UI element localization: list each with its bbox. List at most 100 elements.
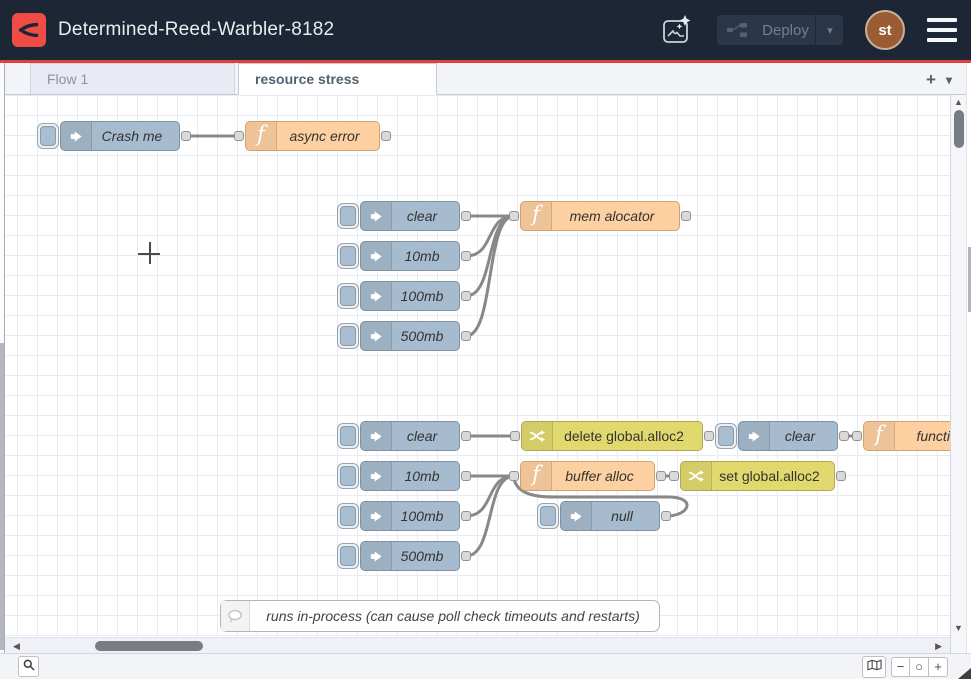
zoom-out-button[interactable]: − [891, 656, 910, 677]
input-port[interactable] [234, 131, 244, 141]
page-scroll-thumb[interactable] [968, 247, 971, 312]
function-f-icon: f [521, 202, 552, 230]
node-inject-mb500a[interactable]: 500mb [360, 321, 460, 351]
output-port[interactable] [181, 131, 191, 141]
inject-trigger-button[interactable] [337, 243, 359, 269]
node-inject-mb500b[interactable]: 500mb [360, 541, 460, 571]
output-port[interactable] [461, 251, 471, 261]
node-inject-mb10b[interactable]: 10mb [360, 461, 460, 491]
node-change-setalloc[interactable]: set global.alloc2 [680, 461, 835, 491]
scroll-right-icon[interactable]: ▶ [935, 641, 942, 651]
inject-trigger-button[interactable] [537, 503, 559, 529]
resize-grip[interactable] [958, 668, 971, 679]
scroll-down-icon[interactable]: ▼ [954, 623, 963, 633]
deploy-button[interactable]: Deploy ▾ [717, 15, 843, 45]
palette-collapsed-strip[interactable] [0, 63, 5, 653]
output-port[interactable] [461, 211, 471, 221]
output-port[interactable] [681, 211, 691, 221]
header-accent-line [0, 60, 971, 63]
user-avatar[interactable]: st [865, 10, 905, 50]
navigator-map-button[interactable] [862, 655, 886, 678]
output-port[interactable] [381, 131, 391, 141]
tab-flow-1[interactable]: Flow 1 [30, 63, 235, 94]
arrow-right-icon [361, 542, 392, 570]
flow-list-caret-icon[interactable]: ▾ [945, 72, 952, 87]
magnifier-icon [23, 658, 35, 676]
instance-title: Determined-Reed-Warbler-8182 [58, 19, 335, 40]
flow-tabbar: Flow 1 resource stress + ▾ [5, 63, 966, 95]
vertical-scroll-thumb[interactable] [954, 110, 964, 148]
input-port[interactable] [669, 471, 679, 481]
output-port[interactable] [461, 471, 471, 481]
input-port[interactable] [852, 431, 862, 441]
wire-mb500a-to-memalloc[interactable] [465, 214, 515, 338]
output-port[interactable] [461, 511, 471, 521]
node-inject-nullnode[interactable]: null [560, 501, 660, 531]
inject-trigger-button-inner [340, 246, 356, 266]
output-port[interactable] [461, 291, 471, 301]
horizontal-scroll-thumb[interactable] [95, 641, 203, 651]
wire-mb500b-to-bufalloc[interactable] [465, 474, 515, 558]
inject-trigger-button[interactable] [715, 423, 737, 449]
node-label: 100mb [400, 508, 444, 524]
inject-trigger-button[interactable] [337, 323, 359, 349]
horizontal-scrollbar[interactable]: ◀ ▶ [5, 637, 950, 653]
zoom-reset-button[interactable]: ○ [910, 656, 929, 677]
inject-trigger-button[interactable] [337, 423, 359, 449]
flowfuse-logo-icon[interactable] [12, 13, 46, 47]
node-label: delete global.alloc2 [564, 428, 684, 444]
node-inject-mb100b[interactable]: 100mb [360, 501, 460, 531]
node-function-func2[interactable]: ffunction [863, 421, 950, 451]
output-port[interactable] [461, 431, 471, 441]
tab-resource-stress[interactable]: resource stress [238, 63, 437, 95]
hamburger-menu-icon[interactable] [927, 18, 957, 42]
node-inject-crashme[interactable]: Crash me [60, 121, 180, 151]
editor-footer: − ○ + [0, 653, 971, 679]
function-f-icon: f [864, 422, 895, 450]
inject-trigger-button-inner [340, 506, 356, 526]
output-port[interactable] [461, 331, 471, 341]
inject-trigger-button[interactable] [337, 503, 359, 529]
node-label: set global.alloc2 [719, 468, 820, 484]
node-label: 100mb [400, 288, 444, 304]
zoom-in-button[interactable]: + [929, 656, 948, 677]
input-port[interactable] [509, 471, 519, 481]
palette-scroll-thumb[interactable] [0, 343, 4, 650]
inject-trigger-button[interactable] [37, 123, 59, 149]
scroll-left-icon[interactable]: ◀ [13, 641, 20, 651]
inject-trigger-button[interactable] [337, 543, 359, 569]
output-port[interactable] [461, 551, 471, 561]
inject-trigger-button-inner [718, 426, 734, 446]
node-change-delalloc[interactable]: delete global.alloc2 [521, 421, 703, 451]
output-port[interactable] [704, 431, 714, 441]
output-port[interactable] [839, 431, 849, 441]
deploy-caret-icon[interactable]: ▾ [827, 24, 833, 37]
output-port[interactable] [656, 471, 666, 481]
node-inject-mb10a[interactable]: 10mb [360, 241, 460, 271]
add-flow-button[interactable]: + [926, 70, 936, 89]
node-inject-clear1[interactable]: clear [360, 201, 460, 231]
input-port[interactable] [509, 211, 519, 221]
node-comment-comment1[interactable]: runs in-process (can cause poll check ti… [220, 600, 660, 632]
inject-trigger-button[interactable] [337, 283, 359, 309]
inject-trigger-button[interactable] [337, 203, 359, 229]
ai-sparkle-image-icon[interactable] [659, 12, 695, 48]
navigator-map-icon [866, 658, 882, 676]
page-scrollbar[interactable] [966, 63, 971, 653]
node-inject-clear3[interactable]: clear [738, 421, 838, 451]
output-port[interactable] [661, 511, 671, 521]
search-flows-button[interactable] [18, 656, 39, 677]
inject-trigger-button[interactable] [337, 463, 359, 489]
scroll-up-icon[interactable]: ▲ [954, 97, 963, 107]
input-port[interactable] [510, 431, 520, 441]
deploy-nodes-icon [727, 23, 748, 37]
node-inject-mb100a[interactable]: 100mb [360, 281, 460, 311]
node-inject-clear2[interactable]: clear [360, 421, 460, 451]
output-port[interactable] [836, 471, 846, 481]
vertical-scrollbar[interactable]: ▲ ▼ [950, 95, 966, 637]
inject-trigger-button-inner [340, 326, 356, 346]
